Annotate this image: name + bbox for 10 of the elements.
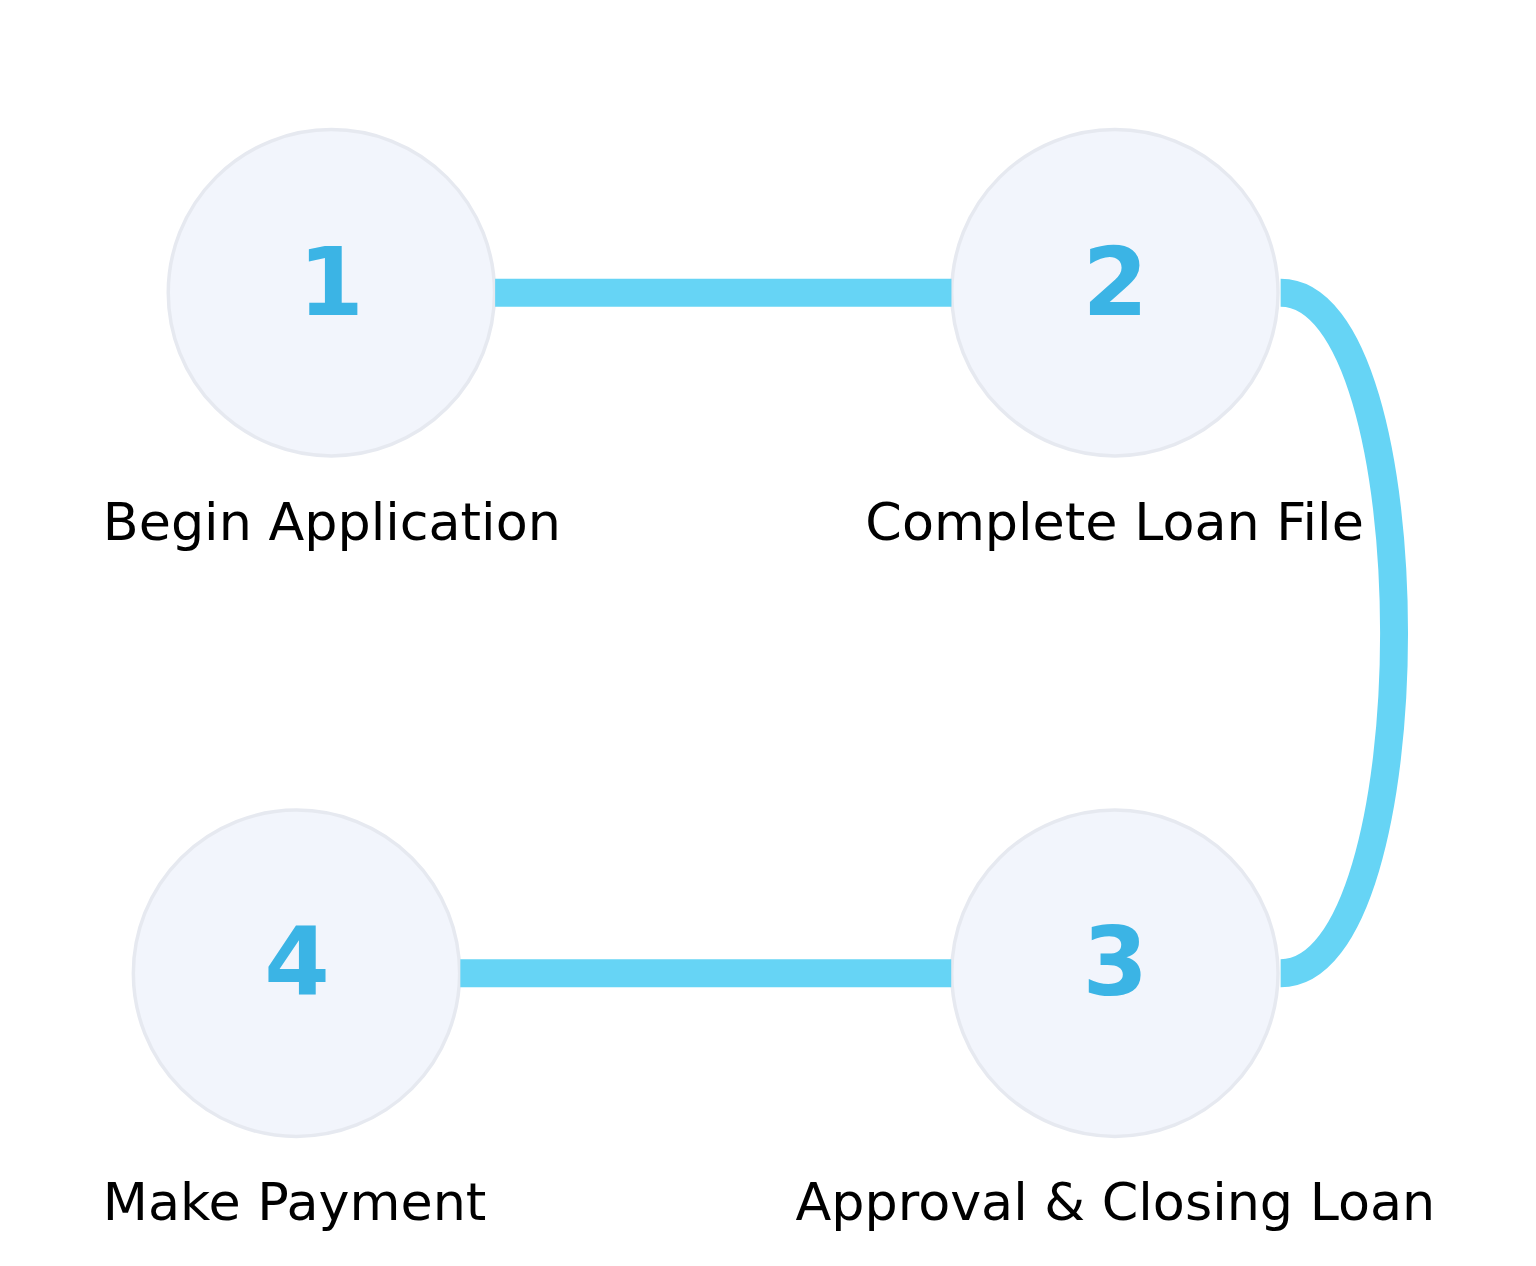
node-circle: 1 [166, 127, 496, 458]
node-circle: 3 [949, 808, 1280, 1139]
node-label: Approval & Closing Loan [795, 1171, 1435, 1233]
node-label: Complete Loan File [864, 490, 1364, 552]
node-circle: 2 [949, 127, 1280, 458]
node-label: Make Payment [102, 1171, 486, 1233]
connector [494, 278, 951, 307]
node-circle: 4 [131, 808, 461, 1139]
node-label: Begin Application [102, 490, 561, 552]
connector [459, 959, 951, 988]
